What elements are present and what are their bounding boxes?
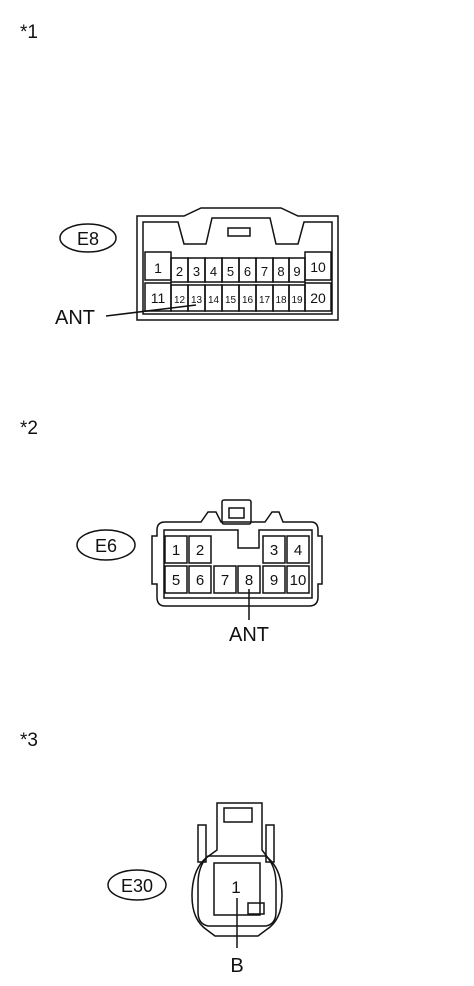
pin-number: 9	[293, 264, 300, 279]
connector-e8-housing	[136, 207, 339, 321]
pin-number: 9	[270, 572, 278, 589]
connector-e8-latch	[227, 227, 251, 237]
pin-number: 1	[154, 260, 162, 276]
pin-number: 3	[193, 264, 200, 279]
pin-cell	[286, 535, 310, 564]
pin-number: 2	[196, 542, 204, 559]
section-label-1: *1	[20, 22, 38, 43]
pin-number: 11	[151, 290, 166, 306]
pin-number: 3	[270, 542, 278, 559]
connector-e6-latch-inner	[228, 507, 245, 519]
connector-e30-top-latch	[223, 807, 253, 823]
pin-number: 4	[210, 264, 217, 279]
connector-e6-callout: ANT	[229, 624, 269, 646]
section-label-2: *2	[20, 418, 38, 439]
pin-number: 15	[225, 295, 237, 306]
connector-e30-housing	[191, 802, 283, 937]
connector-e30-lock-tab	[247, 902, 265, 915]
pin-number: 8	[245, 572, 253, 589]
connector-e6-inner-outline	[163, 529, 313, 599]
connector-e8-callout: ANT	[55, 307, 95, 329]
pin-number: 8	[277, 264, 284, 279]
pin-cell	[188, 535, 212, 564]
pin-number: 20	[310, 290, 326, 306]
connector-e30: E30 1 B	[107, 802, 283, 977]
pin-cell	[164, 535, 188, 564]
pin-number: 1	[172, 542, 180, 559]
pin-cell	[262, 565, 286, 594]
pin-number: 10	[290, 572, 307, 589]
pin-number: 7	[221, 572, 229, 589]
connector-e30-left-latch	[197, 824, 207, 863]
connector-e8-id-ellipse	[59, 223, 117, 253]
connector-e8-id: E8	[77, 229, 99, 249]
connector-e8: E8 1	[55, 207, 339, 329]
connector-e6-id-ellipse	[76, 529, 136, 561]
pin-cell	[288, 284, 306, 312]
section-label-3: *3	[20, 730, 38, 751]
pin-number: 13	[191, 295, 203, 306]
pin-number: 17	[259, 295, 271, 306]
pin-number: 10	[310, 259, 326, 275]
connector-e30-id: E30	[121, 876, 153, 896]
pin-number: 2	[176, 264, 183, 279]
pin-number: 18	[275, 295, 287, 306]
pin-cell	[288, 257, 306, 283]
pin-cell	[286, 565, 310, 594]
pin-cell	[164, 565, 188, 594]
connector-e30-right-latch	[265, 824, 275, 863]
connector-e6: E6 1 2 3 4 5 6 7 8 9	[76, 499, 323, 646]
connector-e6-id: E6	[95, 536, 117, 556]
pin-number: 6	[196, 572, 204, 589]
pin-number: 14	[208, 295, 220, 306]
connector-e30-inner-outline	[197, 855, 277, 927]
pin-number: 16	[242, 295, 254, 306]
pin-cell	[213, 565, 237, 594]
pin-number: 5	[172, 572, 180, 589]
pin-number: 6	[244, 264, 251, 279]
pin-number: 4	[294, 542, 302, 559]
pin-cell	[188, 565, 212, 594]
pin-number: 1	[231, 878, 240, 897]
connector-e6-housing	[151, 511, 323, 607]
connector-e8-callout-leader	[105, 304, 197, 317]
connector-e6-latch	[221, 499, 252, 525]
connector-e8-inner-outline	[142, 217, 333, 315]
pin-number: 12	[174, 295, 186, 306]
pin-number: 7	[261, 264, 268, 279]
pin-cell	[262, 535, 286, 564]
connector-e30-callout: B	[230, 955, 243, 977]
connector-e30-id-ellipse	[107, 869, 167, 901]
pin-number: 5	[227, 264, 234, 279]
pin-number: 19	[291, 295, 303, 306]
